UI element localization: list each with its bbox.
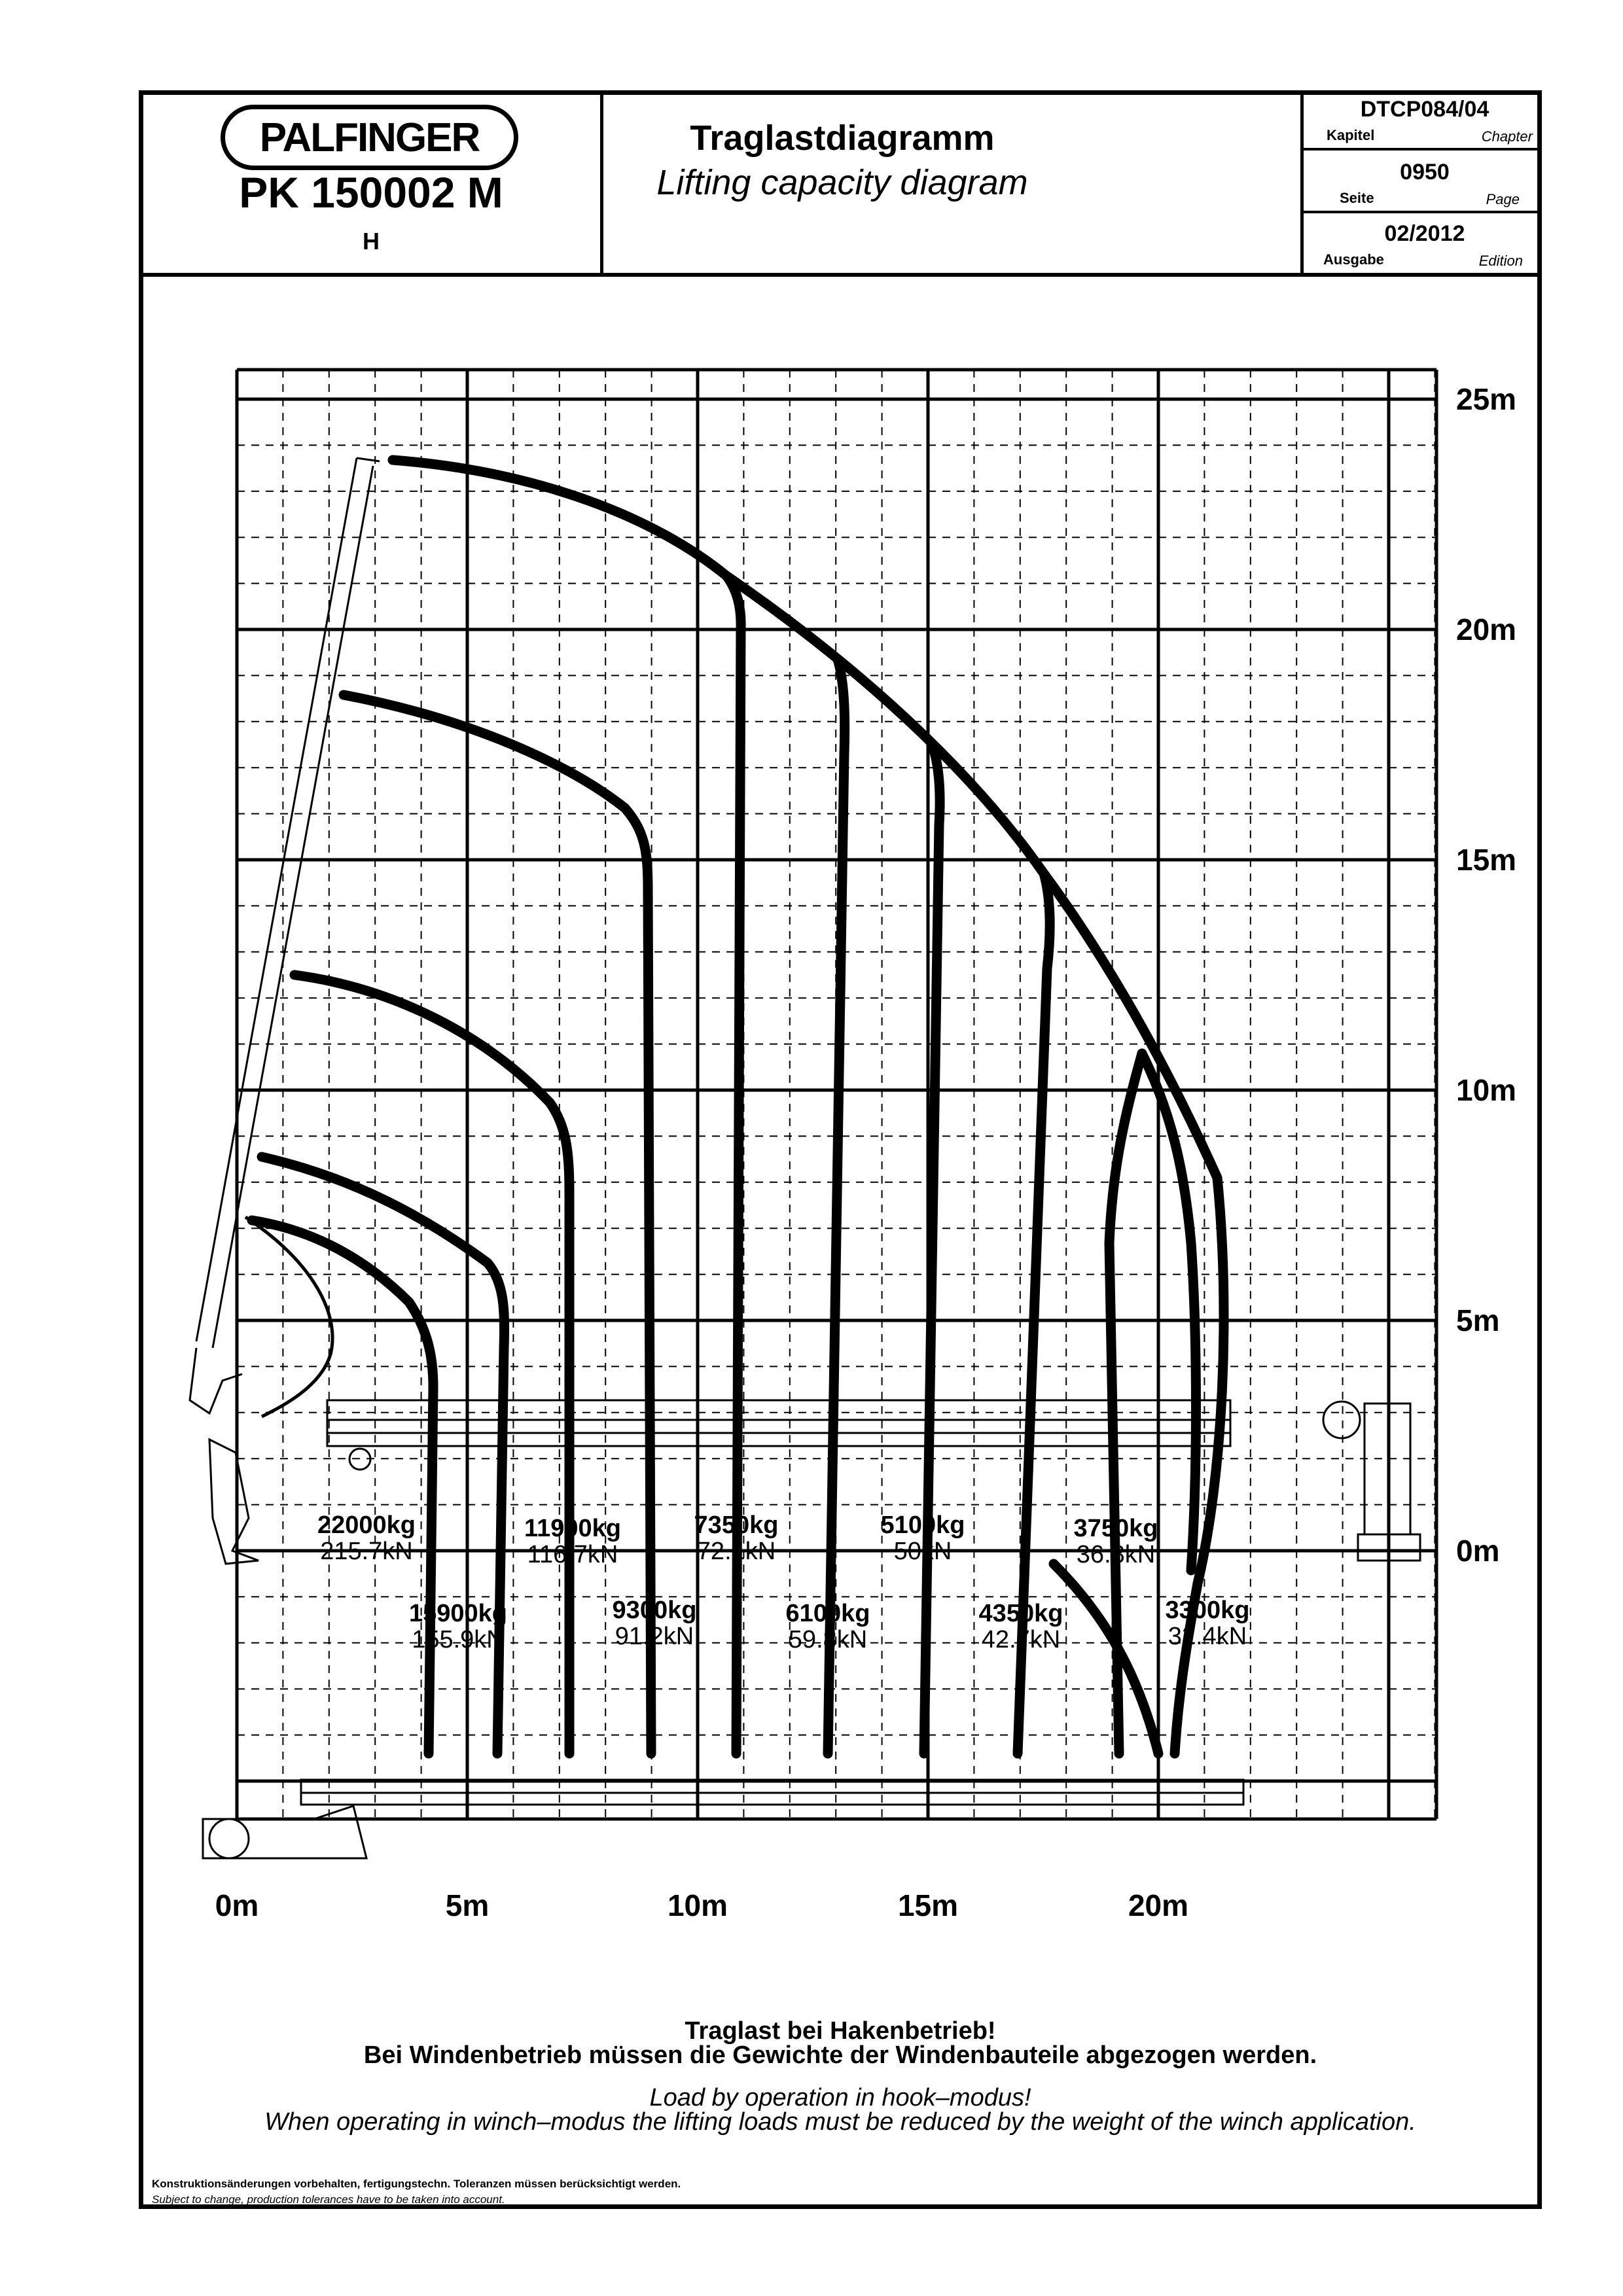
crane-boom-vertical-outline bbox=[188, 457, 380, 1419]
x-tick-label: 0m bbox=[215, 1888, 259, 1922]
crane-stowed bbox=[202, 1778, 1245, 1860]
note-english-line2: When operating in winch–modus the liftin… bbox=[264, 2108, 1416, 2136]
brand-name: PALFINGER bbox=[259, 115, 481, 160]
reach-envelope bbox=[247, 455, 1229, 1759]
limit-line bbox=[1137, 1048, 1201, 1576]
title-block-divider bbox=[1300, 90, 1304, 273]
reach-curve-outer bbox=[387, 455, 1229, 1759]
title-block-divider bbox=[600, 90, 603, 273]
winch-unit bbox=[1322, 1400, 1421, 1562]
crane-joint bbox=[348, 1447, 372, 1471]
reach-arc-thin bbox=[244, 1215, 334, 1419]
winch-drum bbox=[1322, 1400, 1361, 1439]
note-german-line1: Traglast bei Hakenbetrieb! bbox=[685, 2017, 996, 2045]
stowed-column bbox=[202, 1805, 368, 1860]
model-name: PK 150002 M bbox=[239, 168, 503, 217]
limit-line bbox=[1104, 1048, 1147, 1759]
load-label-kg: 15900kg bbox=[409, 1600, 507, 1627]
limit-line bbox=[919, 741, 945, 1759]
chapter-label-en: Chapter bbox=[1481, 128, 1533, 145]
palfinger-logo: PALFINGER bbox=[221, 105, 518, 170]
page-frame bbox=[139, 90, 1542, 2209]
load-label-kg: 6100kg bbox=[786, 1600, 870, 1627]
model-variant: H bbox=[363, 228, 380, 255]
load-label-kg: 4350kg bbox=[979, 1600, 1063, 1627]
page-label-de: Seite bbox=[1340, 190, 1374, 206]
load-label-kg: 3300kg bbox=[1166, 1597, 1250, 1624]
load-label-kg: 22000kg bbox=[317, 1511, 416, 1539]
radius-curve bbox=[247, 1215, 438, 1759]
y-tick-label: 20m bbox=[1456, 612, 1516, 646]
meta-divider bbox=[1300, 148, 1542, 150]
grid-border bbox=[235, 368, 1438, 1821]
title-english: Lifting capacity diagram bbox=[656, 163, 1028, 202]
crane-boom-horizontal bbox=[208, 1399, 1232, 1565]
legal-note-english: Subject to change, production tolerances… bbox=[152, 2193, 505, 2206]
radius-curve bbox=[257, 1152, 510, 1759]
radius-curve bbox=[338, 690, 656, 1759]
grid-minor bbox=[237, 370, 1436, 1819]
y-tick-label: 10m bbox=[1456, 1073, 1516, 1107]
load-label-kn: 36.8kN bbox=[1077, 1541, 1155, 1568]
boom-vertical-outline bbox=[195, 457, 380, 1349]
limit-line bbox=[721, 571, 746, 1759]
y-tick-label: 15m bbox=[1456, 843, 1516, 877]
y-tick-label: 25m bbox=[1456, 382, 1516, 416]
load-label-kn: 50kN bbox=[894, 1538, 952, 1565]
note-german-line2: Bei Windenbetrieb müssen die Gewichte de… bbox=[363, 2041, 1317, 2069]
boom-horizontal-detail bbox=[327, 1419, 1230, 1434]
load-label-kn: 59.8kN bbox=[789, 1626, 867, 1653]
load-label-kn: 91.2kN bbox=[615, 1623, 694, 1650]
chapter-value: DTCP084/04 bbox=[1360, 97, 1489, 122]
load-label-kn: 215.7kN bbox=[320, 1538, 413, 1565]
boom-vertical-outline bbox=[188, 1347, 243, 1415]
page-value: 0950 bbox=[1400, 160, 1450, 185]
load-label-kn: 32.4kN bbox=[1168, 1623, 1247, 1650]
edition-value: 02/2012 bbox=[1384, 221, 1465, 246]
load-label-kn: 42.7kN bbox=[982, 1626, 1060, 1653]
boom-horizontal bbox=[326, 1399, 1232, 1447]
load-label-kn: 155.9kN bbox=[412, 1626, 505, 1653]
limit-line bbox=[823, 654, 850, 1759]
radius-curve bbox=[289, 970, 575, 1759]
radius-curve bbox=[1048, 1559, 1164, 1759]
legal-note-german: Konstruktionsänderungen vorbehalten, fer… bbox=[152, 2178, 681, 2190]
title-german: Traglastdiagramm bbox=[690, 118, 995, 158]
page-label-en: Page bbox=[1486, 191, 1520, 207]
x-tick-label: 15m bbox=[898, 1888, 958, 1922]
x-tick-label: 10m bbox=[668, 1888, 728, 1922]
y-tick-label: 0m bbox=[1456, 1534, 1499, 1568]
grid-major bbox=[235, 370, 1436, 1819]
load-label-kg: 3750kg bbox=[1074, 1515, 1158, 1542]
load-label-kn: 116.7kN bbox=[527, 1541, 618, 1568]
meta-divider bbox=[1300, 211, 1542, 213]
winch-base bbox=[1357, 1533, 1421, 1562]
edition-label-de: Ausgabe bbox=[1323, 251, 1384, 268]
title-block: PALFINGER PK 150002 M H Traglastdiagramm… bbox=[139, 90, 1542, 277]
limit-line bbox=[1012, 868, 1055, 1759]
edition-label-en: Edition bbox=[1478, 253, 1523, 269]
load-label-kg: 9300kg bbox=[613, 1597, 697, 1624]
x-tick-label: 20m bbox=[1128, 1888, 1188, 1922]
stowed-joint bbox=[208, 1818, 250, 1860]
load-label-kn: 72.1kN bbox=[697, 1538, 776, 1565]
note-english-line1: Load by operation in hook–modus! bbox=[649, 2084, 1031, 2111]
chapter-label-de: Kapitel bbox=[1327, 127, 1375, 143]
load-label-kg: 5100kg bbox=[881, 1511, 965, 1539]
load-label-kg: 11900kg bbox=[524, 1515, 621, 1542]
y-tick-label: 5m bbox=[1456, 1303, 1499, 1337]
crane-column bbox=[208, 1438, 259, 1565]
load-label-kg: 7350kg bbox=[694, 1511, 779, 1539]
x-tick-label: 5m bbox=[446, 1888, 489, 1922]
